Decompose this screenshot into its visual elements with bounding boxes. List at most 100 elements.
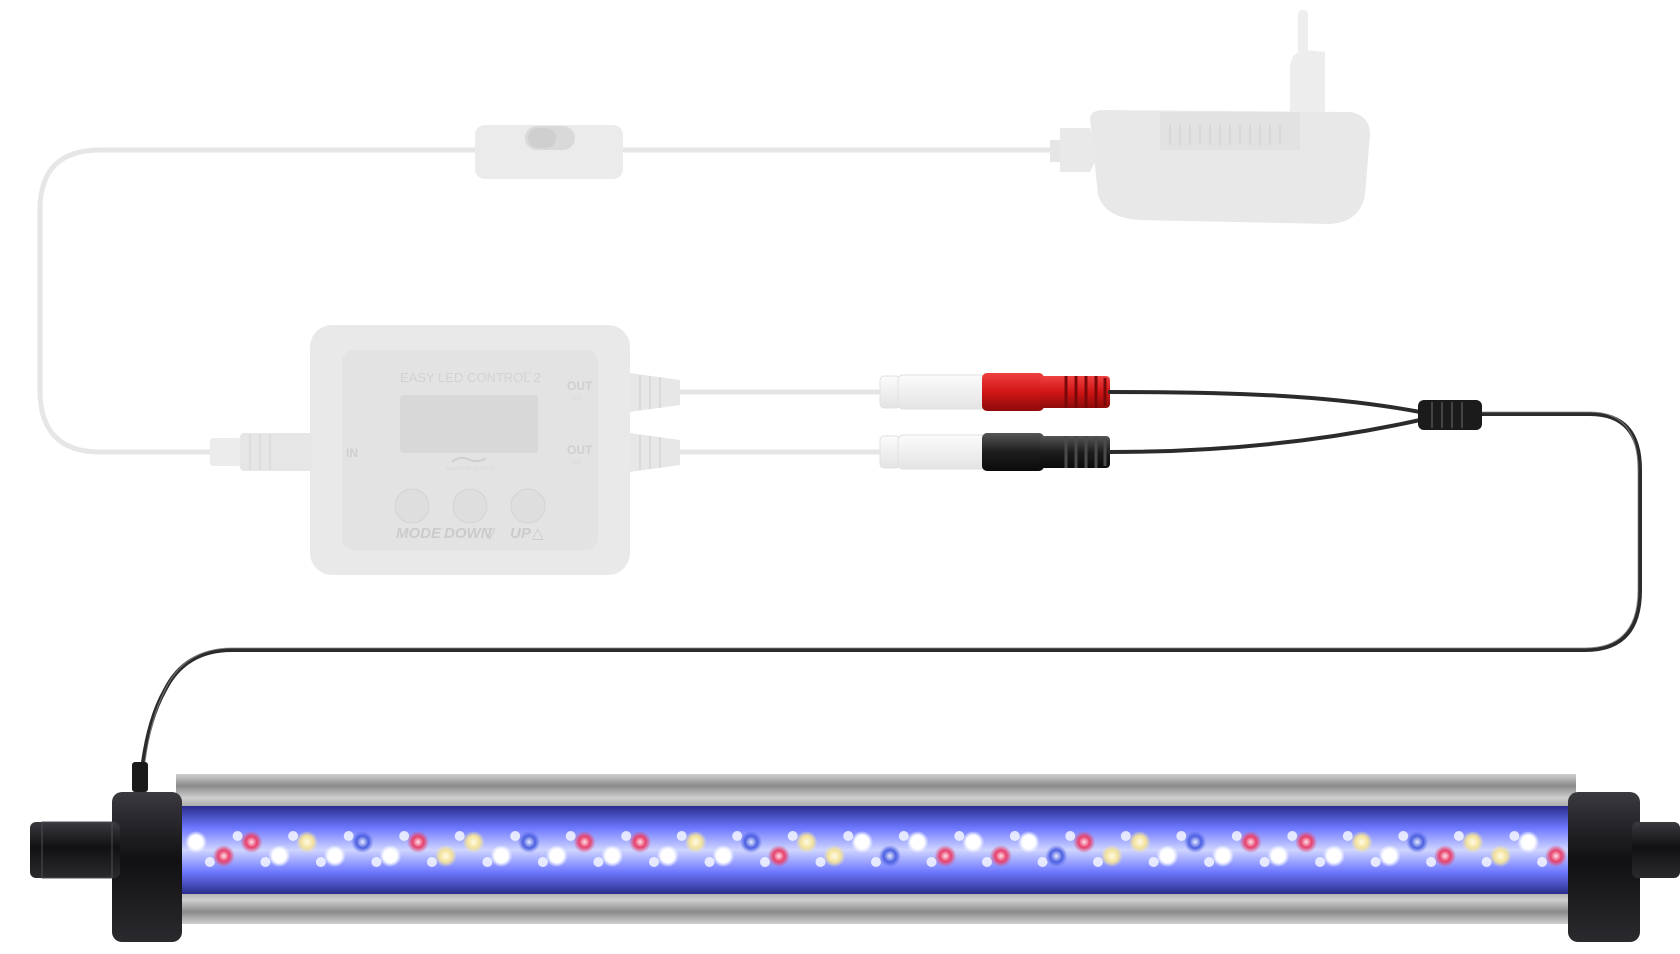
led-small-white [343,831,354,841]
label-in: IN [346,446,358,460]
led-small-white [898,831,909,841]
white-plug-top [879,374,987,410]
led-white [601,845,624,867]
led-small-white [426,857,437,867]
led-small-white [1148,857,1159,867]
led-small-white [1481,857,1492,867]
label-out-top: OUT [567,379,593,393]
led-small-white [537,857,548,867]
led-small-white [399,831,410,841]
led-small-white [732,831,743,841]
led-small-white [926,857,937,867]
led-small-white [1231,831,1242,841]
led-white [906,831,929,853]
label-out-top-sub: ch1 [572,396,582,402]
led-warm [1128,831,1151,853]
down-button-label: DOWN [444,525,493,542]
led-blue [878,845,901,867]
led-blue [351,831,374,853]
in-connector [210,433,312,471]
led-small-white [1509,831,1520,841]
led-small-white [510,831,521,841]
led-small-white [1426,857,1437,867]
led-red [1434,845,1456,867]
led-small-white [1065,831,1076,841]
led-small-white [621,831,632,841]
splitter-junction [1418,400,1482,430]
out-connector-top [630,373,680,412]
led-small-white [1204,857,1215,867]
led-red [407,831,429,853]
led-red [240,831,263,853]
led-white [1517,831,1540,853]
led-red [573,831,596,853]
led-warm [684,831,707,853]
led-red [1073,831,1096,853]
led-red [934,845,957,867]
power-adapter [1050,10,1370,224]
label-out-bottom-sub: ch2 [572,460,582,466]
led-small-white [871,857,881,867]
led-small-white [593,857,604,867]
led-red [1295,831,1318,853]
led-small-white [315,857,326,867]
up-glyph: △ [532,525,544,542]
brand-logo-icon [451,456,487,463]
up-button-label: UP [510,525,532,542]
led-small-white [704,857,715,867]
led-small-white [787,831,798,841]
black-plug [982,433,1110,471]
led-small-white [288,831,299,841]
led-small-white [676,831,687,841]
led-white [379,845,402,867]
led-warm [462,831,485,853]
led-array [185,831,1567,867]
led-warm [1461,831,1484,853]
led-red [629,831,652,853]
led-red [989,845,1012,867]
led-blue [740,831,763,853]
controller-title-sup: gen [522,371,532,377]
led-white [545,845,568,867]
led-small-white [1315,857,1326,867]
led-small-white [1176,831,1187,841]
led-controller: EASY LED CONTROL 2 gen IN OUT ch1 OUT ch… [210,325,680,575]
led-blue [1184,831,1207,853]
led-small-white [815,857,826,867]
led-white [962,831,985,853]
led-small-white [371,857,382,867]
led-red [212,845,235,867]
led-small-white [1093,857,1103,867]
led-white [185,831,207,853]
led-warm [1100,845,1123,867]
red-plug [982,373,1110,411]
led-bar [30,762,1680,942]
led-small-white [1370,857,1381,867]
led-small-white [1342,831,1353,841]
led-small-white [204,857,215,867]
led-white [1267,845,1290,867]
led-small-white [482,857,493,867]
led-small-white [843,831,854,841]
led-white [656,845,679,867]
led-warm [823,845,846,867]
out-connector-bottom [630,433,680,472]
end-cap-right [1568,792,1680,942]
led-white [490,845,513,867]
led-small-white [565,831,576,841]
led-white [1017,831,1040,853]
led-small-white [1259,857,1270,867]
led-small-white [1120,831,1131,841]
led-small-white [1537,857,1548,867]
black-cable-highlight [143,411,1639,771]
led-blue [518,831,541,853]
led-small-white [1009,831,1020,841]
led-white [268,845,291,867]
label-out-bottom: OUT [567,443,593,457]
down-glyph: ▽ [484,525,496,542]
controller-brand: aquarium systems [446,466,495,472]
controller-display [400,395,538,453]
led-blue [1406,831,1429,853]
led-white [1211,845,1234,867]
